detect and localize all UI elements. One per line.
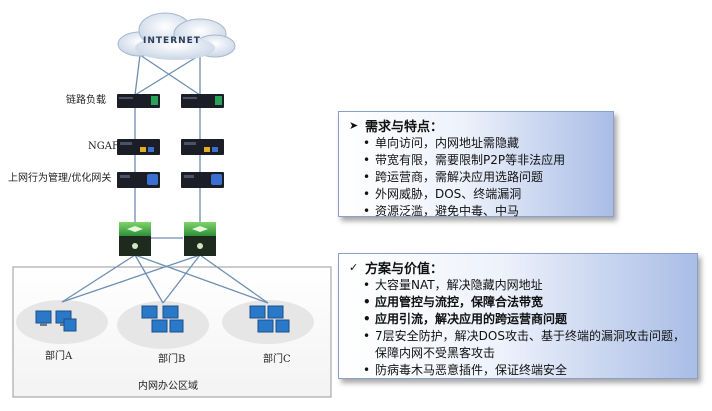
dept-b-label: 部门B — [158, 354, 186, 365]
core-switch-right-icon — [184, 222, 216, 256]
requirements-list: 单向访问，内网地址需隐藏 带宽有限，需要限制P2P等非法应用 跨运营商，需解决应… — [349, 135, 605, 220]
solutions-list: 大容量NAT，解决隐藏内网地址 应用管控与流控，保障合法带宽 应用引流，解决应用… — [349, 277, 689, 379]
list-item: 应用管控与流控，保障合法带宽 — [363, 294, 689, 311]
dept-a-label: 部门A — [45, 351, 73, 362]
behavior-mgmt-device-right — [181, 172, 224, 188]
list-item: 大容量NAT，解决隐藏内网地址 — [363, 277, 689, 294]
behavior-mgmt-label: 上网行为管理/优化网关 — [8, 173, 112, 184]
connection-lines — [61, 54, 269, 304]
arrow-bullet-icon: ➤ — [349, 118, 359, 132]
dept-a-pc-icons — [35, 310, 77, 332]
internet-cloud-icon — [117, 12, 236, 60]
list-item: 7层安全防护，解决DOS攻击、基于终端的漏洞攻击问题，保障内网不受黑客攻击 — [363, 328, 689, 362]
list-item: 应用引流，解决应用的跨运营商问题 — [363, 311, 689, 328]
behavior-mgmt-device-left — [117, 172, 160, 188]
dept-b-pc-icons — [141, 305, 184, 333]
list-item: 外网威胁，DOS、终端漏洞 — [363, 186, 605, 203]
office-zone-label: 内网办公区域 — [138, 381, 198, 392]
dept-c-pc-icons — [249, 305, 290, 333]
list-item: 单向访问，内网地址需隐藏 — [363, 135, 605, 152]
ngaf-device-right — [181, 139, 224, 155]
solutions-panel: ✓ 方案与价值： 大容量NAT，解决隐藏内网地址 应用管控与流控，保障合法带宽 … — [338, 253, 698, 379]
requirements-panel: ➤ 需求与特点： 单向访问，内网地址需隐藏 带宽有限，需要限制P2P等非法应用 … — [338, 111, 614, 220]
link-lb-label: 链路负载 — [66, 95, 106, 106]
list-item: 跨运营商，需解决应用选路问题 — [363, 169, 605, 186]
list-item: 防病毒木马恶意插件，保证终端安全 — [363, 362, 689, 379]
list-item: 带宽有限，需要限制P2P等非法应用 — [363, 152, 605, 169]
ngaf-label: NGAF — [88, 141, 119, 152]
core-switch-left-icon — [119, 222, 151, 256]
check-bullet-icon: ✓ — [349, 260, 359, 274]
link-lb-device-right — [181, 94, 224, 108]
list-item: 资源泛滥，避免中毒、中马 — [363, 203, 605, 220]
dept-c-label: 部门C — [263, 354, 291, 365]
ngaf-device-left — [117, 139, 160, 155]
requirements-title: 需求与特点： — [365, 119, 444, 135]
requirements-heading: ➤ 需求与特点： — [349, 116, 605, 135]
solutions-heading: ✓ 方案与价值： — [349, 258, 689, 277]
solutions-title: 方案与价值： — [365, 261, 444, 277]
link-lb-device-left — [117, 94, 160, 108]
internet-label: INTERNET — [143, 36, 201, 46]
